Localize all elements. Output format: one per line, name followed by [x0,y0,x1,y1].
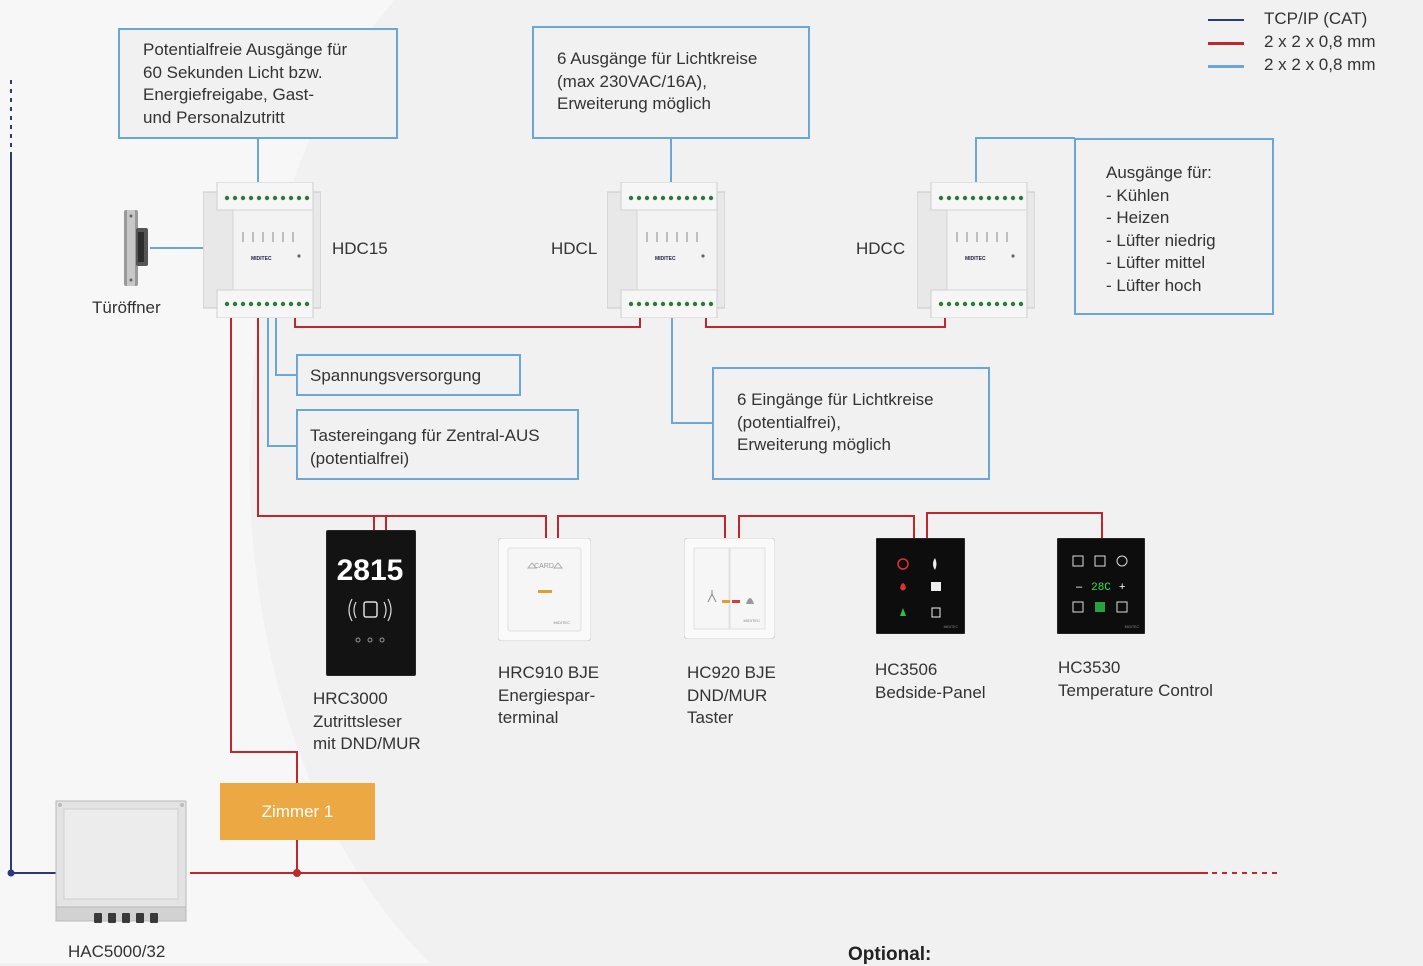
callout-line: Erweiterung möglich [557,94,712,113]
svg-text:–: – [1076,581,1083,593]
legend-swatch [1208,19,1244,21]
device-label-line: HRC3000 [313,689,388,708]
callout-line: und Personalzutritt [143,107,285,127]
hc3506-label: HC3506 Bedside-Panel [875,659,986,704]
legend-label: TCP/IP (CAT) [1264,9,1368,28]
callout-line: - Lüfter hoch [1106,275,1202,295]
tcp-node [7,869,15,877]
callout-line: Tastereingang für Zentral-AUS [310,426,540,445]
callout-line: Ausgänge für: [1106,163,1212,182]
svg-text:MIDITEC: MIDITEC [655,256,676,262]
door-opener-label: Türöffner [92,298,161,317]
device-label-line: HC3530 [1058,658,1121,677]
svg-text:MIDITEC: MIDITEC [1125,625,1140,629]
callout-line: Energiefreigabe, Gast- [143,85,315,104]
svg-text:MIDITEC: MIDITEC [944,625,959,629]
hac5000-label: HAC5000/32 [68,942,166,961]
legend-swatch [1208,42,1244,45]
svg-text:CARD: CARD [534,563,554,570]
hdcc-module: MIDITEC [917,182,1035,318]
hac5000-controller [55,800,187,923]
device-label-line: HC3506 [875,660,938,679]
room-box-zimmer-1: Zimmer 1 [220,783,375,840]
callout-hdcc-outputs: Ausgänge für: - Kühlen - Heizen - Lüfter… [1074,138,1274,315]
device-label-line: HRC910 BJE [498,663,600,682]
device-label-line: Energiespar- [498,685,596,705]
door-opener-icon [124,210,148,286]
hc920-button: MIDITEC [684,538,775,639]
device-label-line: Temperature Control [1058,680,1213,700]
bus-node [293,869,301,877]
svg-text:28C: 28C [1091,582,1111,594]
callout-line: Spannungsversorgung [310,366,482,385]
svg-text:MIDITEC: MIDITEC [251,256,272,262]
svg-text:MIDITEC: MIDITEC [965,256,986,262]
callout-hdc15-outputs: Potentialfreie Ausgänge für 60 Sekunden … [118,28,398,139]
hc3506-panel: MIDITEC [876,538,965,634]
device-label-line: Zutrittsleser [313,711,402,731]
hdc15-label: HDC15 [332,239,388,258]
hc3530-label: HC3530 Temperature Control [1058,657,1213,702]
device-label-line: HC920 BJE [687,663,776,682]
legend-label: 2 x 2 x 0,8 mm [1264,32,1376,51]
callout-hdcl-inputs: 6 Eingänge für Lichtkreise (potentialfre… [712,367,990,480]
callout-line: - Heizen [1106,208,1170,227]
device-label-line: mit DND/MUR [313,734,421,753]
callout-line: (potentialfrei) [310,448,410,468]
svg-text:+: + [1119,581,1125,593]
hdcc-label: HDCC [856,239,906,258]
hdcl-label: HDCL [551,239,598,258]
callout-line: 6 Eingänge für Lichtkreise [737,390,934,409]
svg-text:MIDITEC: MIDITEC [554,620,571,625]
optional-heading: Optional: [848,944,932,965]
hrc3000-reader: 2815 [326,530,416,676]
hc920-label: HC920 BJE DND/MUR Taster [687,662,776,730]
svg-text:MIDITEC: MIDITEC [744,618,761,623]
callout-line: Potentialfreie Ausgänge für [143,40,348,59]
callout-hdcl-outputs: 6 Ausgänge für Lichtkreise (max 230VAC/1… [532,26,810,139]
callout-line: 60 Sekunden Licht bzw. [143,62,323,82]
device-label-line: Bedside-Panel [875,682,986,702]
device-label-line: terminal [498,708,559,727]
legend-swatch [1208,65,1244,68]
callout-line: (potentialfrei), [737,412,841,432]
hrc910-label: HRC910 BJE Energiespar- terminal [498,662,599,730]
callout-line: 6 Ausgänge für Lichtkreise [557,49,758,68]
device-label-line: DND/MUR [687,685,768,705]
hdcl-module: MIDITEC [607,182,725,318]
hrc3000-label: HRC3000 Zutrittsleser mit DND/MUR [313,688,421,756]
legend-label: 2 x 2 x 0,8 mm [1264,55,1376,74]
callout-line: (max 230VAC/16A), [557,71,707,91]
callout-line: Erweiterung möglich [737,435,892,454]
hrc910-terminal: CARD MIDITEC [498,538,591,641]
callout-central-off: Tastereingang für Zentral-AUS (potential… [296,409,579,480]
hdc15-module: MIDITEC [203,182,321,318]
device-label-line: Taster [687,708,734,727]
callout-line: - Lüfter mittel [1106,253,1206,272]
svg-text:2815: 2815 [337,554,404,587]
callout-supply: Spannungsversorgung [296,354,521,396]
hc3530-panel: – 28C + MIDITEC [1057,538,1145,634]
callout-line: - Lüfter niedrig [1106,230,1216,250]
callout-line: - Kühlen [1106,185,1170,205]
